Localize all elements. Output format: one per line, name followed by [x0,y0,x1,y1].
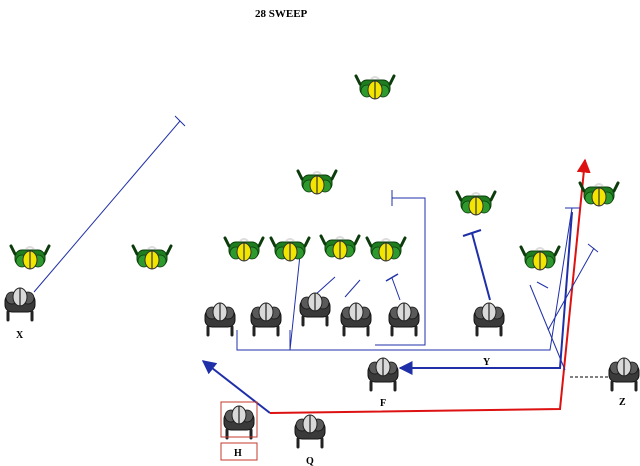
label-x: X [16,330,24,341]
offensive-player-helmet-icon [298,291,332,327]
offensive-player-helmet-icon [472,301,506,337]
backer-route [375,197,426,346]
defender-helmet-icon [365,236,407,263]
defender-helmet-icon [223,236,265,263]
y-block-marker [462,229,482,237]
defense [9,74,620,272]
routes [33,115,608,414]
offensive-player-helmet-icon [339,301,373,337]
z-crack-line [529,284,566,371]
z-route-stop [587,243,599,253]
defender-helmet-icon [354,74,396,101]
defender-helmet-icon [519,245,561,272]
defender-helmet-icon [578,181,620,208]
label-h: H [234,448,242,459]
f-route-b [398,211,573,375]
z-route-line [547,247,595,331]
x-route-stop [174,115,186,127]
defender-helmet-icon [269,236,311,263]
label-z: Z [619,397,626,408]
play-title: 28 SWEEP [255,8,308,20]
sweep-path [269,158,591,414]
rt-block-marker [385,273,399,282]
label-f: F [380,398,386,409]
lt-block-line [236,330,400,351]
h-label-box [220,442,258,461]
label-q: Q [306,456,314,466]
rg-block-line [344,279,361,298]
offensive-player-helmet-icon [222,404,256,440]
defender-helmet-icon [319,234,361,261]
offensive-player-helmet-icon [203,301,237,337]
label-y: Y [483,357,491,368]
offensive-player-helmet-icon [366,356,400,392]
h-motion-arrow [201,360,271,414]
x-route-line [33,120,181,293]
y-block-line [471,232,491,301]
offensive-player-helmet-icon [607,356,640,392]
z-crack-stop [536,281,549,289]
defender-helmet-icon [296,169,338,196]
h-player-box [220,401,258,438]
c-block-line [314,276,336,296]
defender-helmet-icon [455,190,497,217]
f-route-a [380,207,573,351]
offensive-player-helmet-icon [293,413,327,449]
defender-helmet-icon [9,244,51,271]
defender-helmet-icon [131,244,173,271]
rt-block-line [391,277,401,301]
offensive-player-helmet-icon [387,301,421,337]
offensive-player-helmet-icon [249,301,283,337]
lg-block-line [289,254,301,351]
offensive-player-helmet-icon [3,286,37,322]
